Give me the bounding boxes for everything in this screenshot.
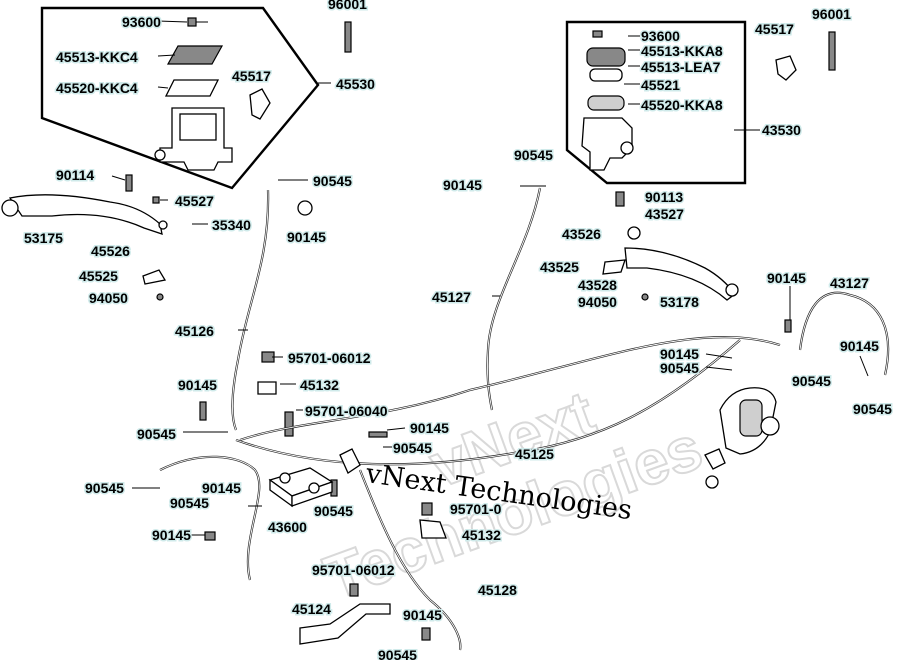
label-43527: 43527 [645,206,684,222]
label-90145-a: 90145 [287,229,326,245]
leader-lines [111,20,869,536]
label-45520-kkc4: 45520-KKC4 [56,80,138,96]
label-95701-06012-a: 95701-06012 [288,350,371,366]
label-43127: 43127 [830,275,869,291]
label-53178: 53178 [660,294,699,310]
label-90545-g: 90545 [378,647,417,660]
left-master-cylinder-frame [40,6,320,190]
label-90145-g: 90145 [443,177,482,193]
label-90545-d: 90545 [85,480,124,496]
label-45127: 45127 [432,289,471,305]
label-43600: 43600 [268,519,307,535]
label-90545-f: 90545 [314,503,353,519]
reservoir-cap-left [166,45,224,65]
reservoir-cap-right [586,47,626,67]
label-90545-h: 90545 [514,147,553,163]
label-45521: 45521 [641,77,680,93]
label-45513-lea7: 45513-LEA7 [641,59,721,75]
junction-block-43600 [268,448,361,508]
label-96001-b: 96001 [812,6,851,22]
label-45513-kka8: 45513-KKA8 [641,43,723,59]
label-90545-j: 90545 [792,373,831,389]
label-53175: 53175 [24,230,63,246]
brake-caliper [704,387,780,489]
label-94050-a: 94050 [89,290,128,306]
label-35340: 35340 [212,217,251,233]
bracket-45517-right [775,55,797,81]
label-43525: 43525 [540,259,579,275]
right-master-cylinder-parts [581,30,797,171]
label-45125: 45125 [515,446,554,462]
label-90145-f: 90145 [403,607,442,623]
brake-hoses [159,187,890,651]
label-45525-a: 45525 [79,268,118,284]
label-90545-e: 90545 [170,495,209,511]
bracket-45132-lower [419,519,447,539]
left-master-cylinder-parts [154,17,271,171]
label-95701-06012-b: 95701-06012 [312,562,395,578]
label-90545-b: 90545 [137,426,176,442]
hose-45127 [486,187,542,411]
lever-bracket-45525 [142,269,167,285]
label-90114: 90114 [56,167,94,183]
label-90145-j: 90145 [840,338,879,354]
label-95701-0-b: 95701-0 [450,501,502,517]
label-90545-k: 90545 [853,401,892,417]
label-45124: 45124 [292,601,331,617]
label-90145-c: 90145 [410,420,449,436]
label-45526-a: 45526 [91,243,130,259]
hose-43127 [798,291,890,376]
label-45520-kka8: 45520-KKA8 [641,97,723,113]
label-93600-a: 93600 [122,14,161,30]
lever-bracket-43525 [602,259,626,275]
label-90145-e: 90145 [152,527,191,543]
hose-45124-left [159,455,261,581]
part-labels: 93600 96001 45513-KKC4 45520-KKC4 45517 … [23,0,894,660]
brake-lever-53178 [624,247,736,301]
bracket-45124 [299,603,391,645]
label-90113: 90113 [645,189,683,205]
label-45517-a: 45517 [232,68,271,84]
bracket-45517-left [249,88,271,120]
label-90145-h: 90145 [767,270,806,286]
diaphragm-right [587,95,625,111]
right-master-cylinder-frame [565,20,747,185]
label-43528: 43528 [578,277,617,293]
label-90545-a: 90545 [313,173,352,189]
label-43526: 43526 [562,226,601,242]
label-45530: 45530 [336,76,375,92]
diaphragm-left [164,79,220,97]
label-90145-i: 90145 [660,346,699,362]
label-90145-b: 90145 [178,377,217,393]
plate-right [589,68,623,82]
brake-lever-53175 [8,194,163,235]
label-45513-kkc4: 45513-KKC4 [56,49,138,65]
label-90545-c: 90545 [393,440,432,456]
label-45132-b: 45132 [462,527,501,543]
label-45517-b: 45517 [755,21,794,37]
label-45527-a: 45527 [175,193,214,209]
fasteners [125,21,836,641]
label-43530: 43530 [762,122,801,138]
label-45128: 45128 [478,582,517,598]
label-95701-06040: 95701-06040 [305,403,388,419]
label-90545-i: 90545 [660,360,699,376]
master-cylinder-body-right [581,117,633,171]
label-93600-b: 93600 [641,28,680,44]
label-94050-b: 94050 [578,294,617,310]
label-45126: 45126 [175,323,214,339]
label-45132-a: 45132 [300,377,339,393]
label-90145-d: 90145 [202,480,241,496]
label-96001-a: 96001 [328,0,367,12]
